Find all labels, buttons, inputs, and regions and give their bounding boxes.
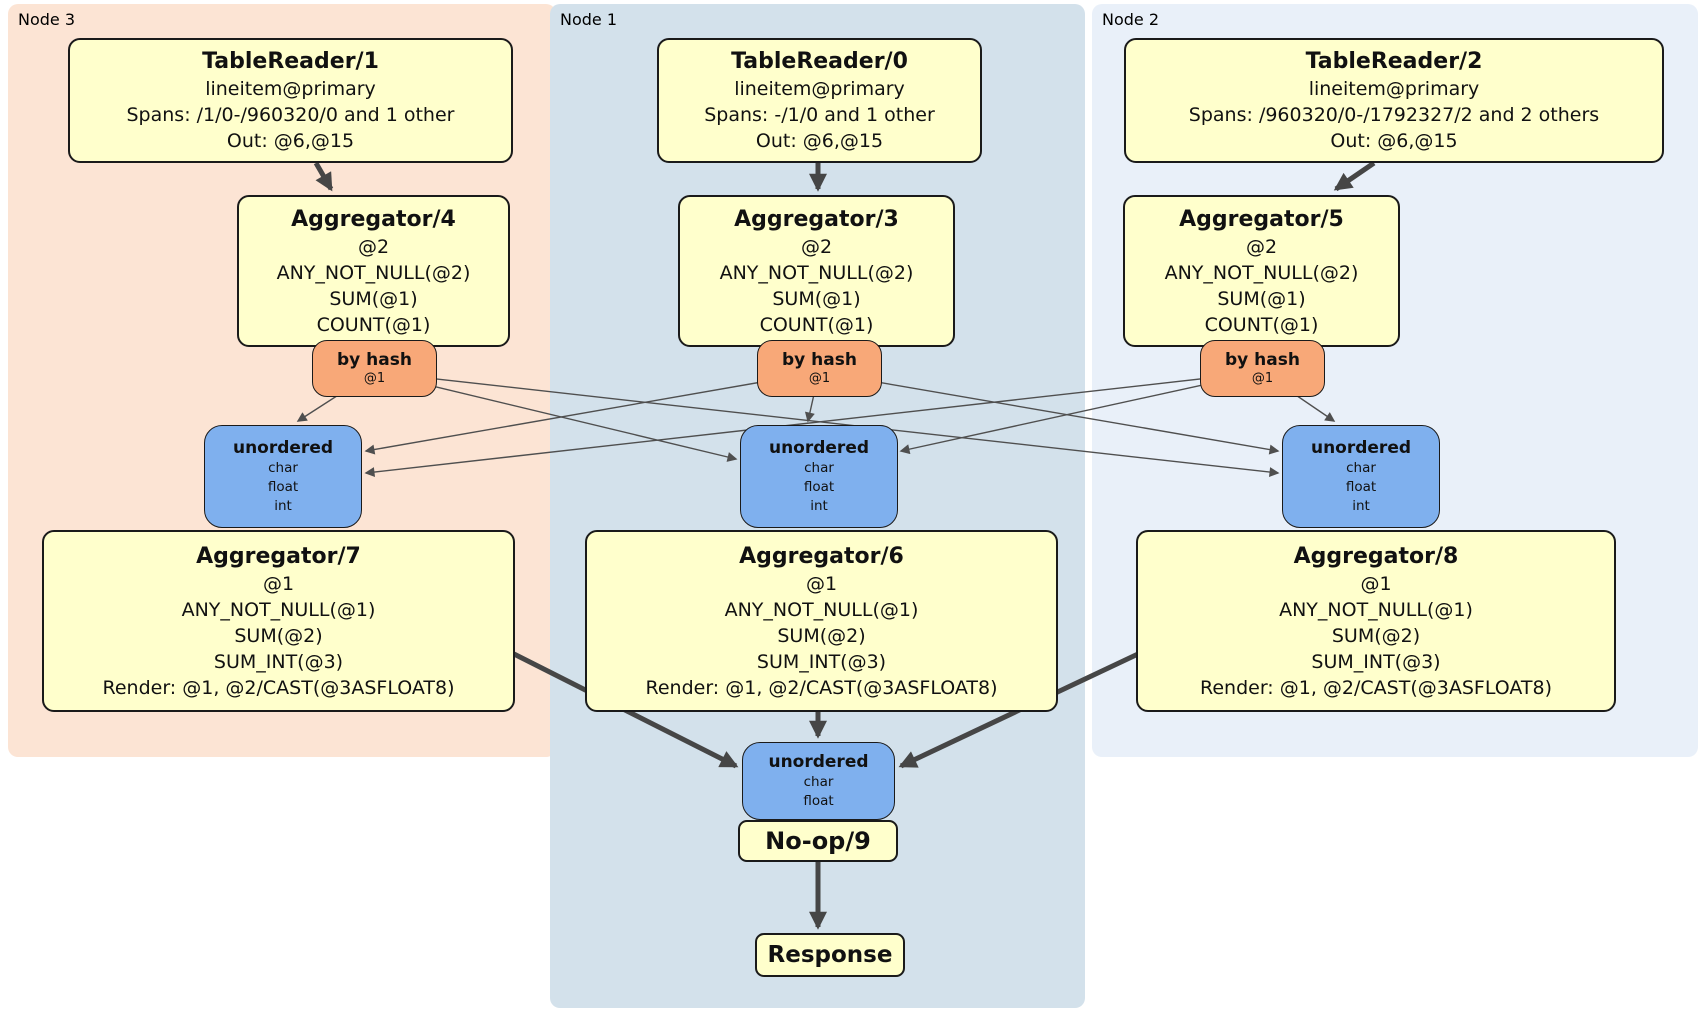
aggregator-5-node: Aggregator/5 @2 ANY_NOT_NULL(@2) SUM(@1)… — [1123, 195, 1400, 347]
tablereader-0-out: Out: @6,@15 — [755, 130, 884, 152]
unordered-sync-final: unordered char float — [742, 742, 895, 820]
unordered-sync-node1: unordered char float int — [740, 425, 898, 528]
sync-type: float — [803, 478, 835, 495]
aggregator-5-fn2: SUM(@1) — [1217, 287, 1306, 310]
aggregator-6-fn1: ANY_NOT_NULL(@1) — [724, 598, 919, 621]
aggregator-5-group: @2 — [1245, 235, 1278, 258]
aggregator-8-fn2: SUM(@2) — [1331, 624, 1421, 647]
sync-type: char — [268, 459, 298, 476]
response-node: Response — [755, 933, 905, 977]
tablereader-0-title: TableReader/0 — [731, 49, 908, 74]
sync-type: int — [1352, 497, 1370, 514]
aggregator-6-group: @1 — [805, 572, 838, 595]
tablereader-0-index: lineitem@primary — [734, 78, 905, 100]
aggregator-3-node: Aggregator/3 @2 ANY_NOT_NULL(@2) SUM(@1)… — [678, 195, 955, 347]
aggregator-6-node: Aggregator/6 @1 ANY_NOT_NULL(@1) SUM(@2)… — [585, 530, 1058, 712]
sync-type: int — [810, 497, 828, 514]
node3-label: Node 3 — [18, 10, 76, 29]
aggregator-8-group: @1 — [1360, 572, 1392, 595]
tablereader-2-index: lineitem@primary — [1308, 78, 1480, 100]
aggregator-7-fn1: ANY_NOT_NULL(@1) — [181, 598, 376, 621]
sync-type: char — [803, 773, 834, 790]
unordered-sync-node3: unordered char float int — [204, 425, 362, 528]
node2-label: Node 2 — [1102, 10, 1160, 29]
sync-type: float — [803, 792, 834, 809]
unordered-sync-node3-title: unordered — [232, 437, 334, 458]
tablereader-1-out: Out: @6,@15 — [226, 130, 355, 152]
by-hash-router-node1: by hash @1 — [757, 340, 882, 397]
tablereader-1-spans: Spans: /1/0-/960320/0 and 1 other — [126, 104, 455, 126]
unordered-sync-node2-title: unordered — [1310, 437, 1412, 458]
aggregator-4-fn2: SUM(@1) — [329, 287, 418, 310]
sync-type: float — [267, 478, 299, 495]
response-title: Response — [767, 941, 893, 968]
aggregator-5-fn3: COUNT(@1) — [1204, 313, 1319, 336]
aggregator-5-fn1: ANY_NOT_NULL(@2) — [1164, 261, 1359, 284]
tablereader-2-out: Out: @6,@15 — [1330, 130, 1458, 152]
aggregator-4-group: @2 — [357, 235, 390, 258]
by-hash-router-node3-key: @1 — [363, 371, 386, 386]
aggregator-5-title: Aggregator/5 — [1179, 206, 1344, 232]
node1-label: Node 1 — [560, 10, 618, 29]
aggregator-6-title: Aggregator/6 — [739, 543, 904, 569]
aggregator-7-group: @1 — [262, 572, 295, 595]
by-hash-router-node2-key: @1 — [1251, 371, 1274, 386]
sync-type: float — [1345, 478, 1377, 495]
aggregator-6-fn3: SUM_INT(@3) — [756, 650, 887, 673]
aggregator-7-fn3: SUM_INT(@3) — [213, 650, 344, 673]
aggregator-8-fn3: SUM_INT(@3) — [1311, 650, 1441, 673]
by-hash-router-node3-title: by hash — [337, 350, 412, 370]
aggregator-3-fn2: SUM(@1) — [772, 287, 861, 310]
aggregator-4-node: Aggregator/4 @2 ANY_NOT_NULL(@2) SUM(@1)… — [237, 195, 510, 347]
aggregator-6-fn2: SUM(@2) — [777, 624, 866, 647]
aggregator-3-fn3: COUNT(@1) — [759, 313, 874, 336]
sync-type: char — [1346, 459, 1376, 476]
sync-type: char — [804, 459, 834, 476]
noop-9-node: No-op/9 — [738, 820, 898, 862]
aggregator-8-fn1: ANY_NOT_NULL(@1) — [1279, 598, 1473, 621]
aggregator-8-render: Render: @1, @2/CAST(@3ASFLOAT8) — [1200, 676, 1552, 699]
tablereader-2-node: TableReader/2 lineitem@primary Spans: /9… — [1124, 38, 1664, 163]
by-hash-router-node3: by hash @1 — [312, 340, 437, 397]
aggregator-7-fn2: SUM(@2) — [234, 624, 323, 647]
aggregator-7-title: Aggregator/7 — [196, 543, 361, 569]
aggregator-7-render: Render: @1, @2/CAST(@3ASFLOAT8) — [102, 676, 455, 699]
tablereader-1-index: lineitem@primary — [205, 78, 376, 100]
unordered-sync-node1-title: unordered — [768, 437, 870, 458]
unordered-sync-node2: unordered char float int — [1282, 425, 1440, 528]
aggregator-8-title: Aggregator/8 — [1293, 543, 1459, 569]
tablereader-0-node: TableReader/0 lineitem@primary Spans: -/… — [657, 38, 982, 163]
tablereader-1-node: TableReader/1 lineitem@primary Spans: /1… — [68, 38, 513, 163]
aggregator-3-title: Aggregator/3 — [734, 206, 899, 232]
unordered-sync-final-title: unordered — [768, 751, 869, 772]
sync-type: int — [274, 497, 292, 514]
aggregator-3-fn1: ANY_NOT_NULL(@2) — [719, 261, 914, 284]
aggregator-4-fn1: ANY_NOT_NULL(@2) — [276, 261, 471, 284]
tablereader-2-title: TableReader/2 — [1305, 49, 1483, 74]
tablereader-0-spans: Spans: -/1/0 and 1 other — [704, 104, 935, 126]
aggregator-6-render: Render: @1, @2/CAST(@3ASFLOAT8) — [645, 676, 998, 699]
by-hash-router-node2-title: by hash — [1225, 350, 1300, 370]
aggregator-7-node: Aggregator/7 @1 ANY_NOT_NULL(@1) SUM(@2)… — [42, 530, 515, 712]
aggregator-4-title: Aggregator/4 — [291, 206, 456, 232]
aggregator-3-group: @2 — [800, 235, 833, 258]
noop-9-title: No-op/9 — [765, 826, 871, 855]
tablereader-2-spans: Spans: /960320/0-/1792327/2 and 2 others — [1188, 104, 1600, 126]
by-hash-router-node2: by hash @1 — [1200, 340, 1325, 397]
aggregator-4-fn3: COUNT(@1) — [316, 313, 431, 336]
aggregator-8-node: Aggregator/8 @1 ANY_NOT_NULL(@1) SUM(@2)… — [1136, 530, 1616, 712]
by-hash-router-node1-title: by hash — [782, 350, 857, 370]
by-hash-router-node1-key: @1 — [808, 371, 831, 386]
tablereader-1-title: TableReader/1 — [202, 49, 379, 74]
